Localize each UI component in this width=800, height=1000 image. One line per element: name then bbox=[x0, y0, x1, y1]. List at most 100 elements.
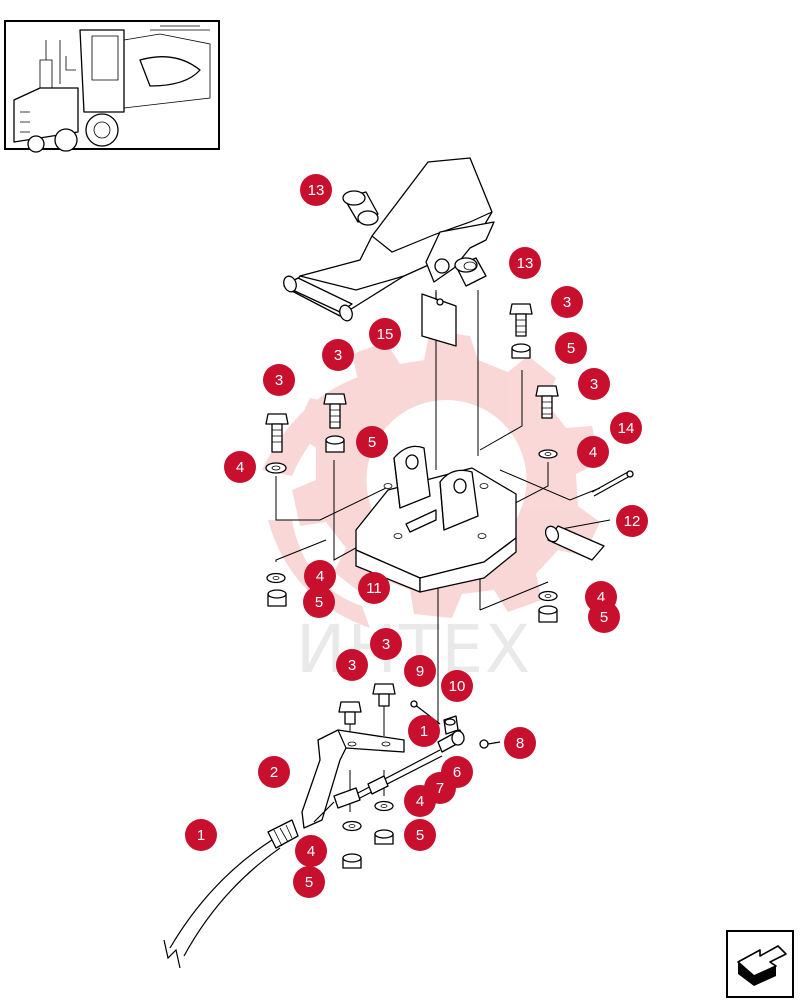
callout-badge bbox=[300, 174, 332, 206]
nut-upper-right bbox=[511, 343, 531, 359]
callout-c-8: 8 bbox=[504, 727, 536, 759]
callout-c-3a: 3 bbox=[551, 286, 583, 318]
callout-badge bbox=[404, 819, 436, 851]
callout-badge bbox=[408, 715, 440, 747]
callout-c-3b: 3 bbox=[322, 339, 354, 371]
callout-label: 3 bbox=[590, 376, 598, 393]
callout-c-5e: 5 bbox=[404, 819, 436, 851]
callout-label: 5 bbox=[416, 827, 424, 844]
callout-label: 3 bbox=[275, 372, 283, 389]
callout-c-5a: 5 bbox=[555, 332, 587, 364]
callout-c-4c: 4 bbox=[304, 560, 336, 592]
callout-badge bbox=[263, 364, 295, 396]
callout-c-10: 10 bbox=[441, 670, 473, 702]
washer-lower-right bbox=[538, 590, 558, 602]
callout-c-12: 12 bbox=[616, 505, 648, 537]
callout-badge bbox=[404, 655, 436, 687]
callout-badge bbox=[304, 560, 336, 592]
callout-label: 9 bbox=[416, 663, 424, 680]
bolt-bracket-1 bbox=[338, 701, 362, 725]
callout-c-1a: 1 bbox=[408, 715, 440, 747]
callout-badge bbox=[358, 572, 390, 604]
callout-label: 1 bbox=[420, 723, 428, 740]
callout-badge bbox=[336, 649, 368, 681]
callout-badge bbox=[404, 785, 436, 817]
callout-c-5b: 5 bbox=[356, 426, 388, 458]
callout-label: 8 bbox=[516, 735, 524, 752]
next-page-arrow-icon[interactable] bbox=[726, 930, 794, 998]
callout-c-3e: 3 bbox=[370, 628, 402, 660]
machine-thumbnail-icon bbox=[4, 20, 220, 153]
callout-c-13a: 13 bbox=[300, 174, 332, 206]
bolt-bracket-2 bbox=[372, 683, 396, 707]
clip-8 bbox=[479, 739, 501, 749]
callout-c-1b: 1 bbox=[185, 819, 217, 851]
callout-c-5d: 5 bbox=[588, 601, 620, 633]
cable-1 bbox=[163, 749, 443, 969]
callout-c-4a: 4 bbox=[224, 451, 256, 483]
callout-label: 4 bbox=[589, 444, 597, 461]
callout-label: 5 bbox=[368, 434, 376, 451]
callout-c-11: 11 bbox=[358, 572, 390, 604]
callout-c-3d: 3 bbox=[578, 368, 610, 400]
callout-label: 4 bbox=[316, 568, 324, 585]
callout-c-3c: 3 bbox=[263, 364, 295, 396]
base-plate bbox=[355, 467, 517, 593]
callout-label: 14 bbox=[618, 420, 635, 437]
callout-label: 11 bbox=[366, 580, 382, 597]
callout-c-14: 14 bbox=[610, 412, 642, 444]
bolt-upper-right bbox=[509, 303, 533, 337]
callout-label: 5 bbox=[305, 874, 313, 891]
clevis-pin-10 bbox=[443, 715, 459, 735]
nut-bracket-2 bbox=[374, 829, 394, 845]
callout-c-5c: 5 bbox=[303, 586, 335, 618]
callout-badge bbox=[441, 670, 473, 702]
washer-lower-left bbox=[266, 572, 286, 584]
callout-badge bbox=[504, 727, 536, 759]
callout-label: 2 bbox=[270, 764, 278, 781]
callout-badge bbox=[610, 412, 642, 444]
bolt-left-1 bbox=[323, 393, 347, 429]
bolt-left-2 bbox=[265, 413, 289, 453]
bracket-2 bbox=[301, 729, 405, 829]
callout-label: 3 bbox=[334, 347, 342, 364]
plate-bracket-left bbox=[393, 445, 431, 509]
callout-label: 4 bbox=[236, 459, 244, 476]
callout-badge bbox=[588, 601, 620, 633]
callout-c-4f: 4 bbox=[295, 835, 327, 867]
pin-12 bbox=[544, 525, 605, 561]
clevis-rod-end bbox=[437, 729, 465, 753]
callout-label: 15 bbox=[377, 326, 394, 343]
callout-c-3f: 3 bbox=[336, 649, 368, 681]
callout-badge bbox=[370, 628, 402, 660]
washer-bracket-1 bbox=[342, 820, 362, 832]
callout-label: 3 bbox=[382, 636, 390, 653]
callout-label: 4 bbox=[597, 589, 605, 606]
callout-label: 5 bbox=[600, 609, 608, 626]
callout-label: 13 bbox=[517, 255, 534, 272]
plate-bracket-right bbox=[439, 469, 479, 531]
callout-c-4e: 4 bbox=[404, 785, 436, 817]
callout-badge bbox=[509, 247, 541, 279]
washer-right-far bbox=[538, 449, 558, 459]
callout-badge bbox=[616, 505, 648, 537]
callout-badge bbox=[322, 339, 354, 371]
callout-label: 7 bbox=[436, 780, 444, 797]
callout-badge bbox=[551, 286, 583, 318]
callout-badge bbox=[578, 368, 610, 400]
callout-badge bbox=[258, 756, 290, 788]
split-pin-14 bbox=[591, 470, 634, 497]
callout-label: 6 bbox=[453, 764, 461, 781]
callout-label: 1 bbox=[197, 827, 205, 844]
callout-badge bbox=[185, 819, 217, 851]
callout-label: 4 bbox=[416, 793, 424, 810]
washer-left-2 bbox=[265, 462, 287, 474]
nut-lower-right bbox=[538, 605, 558, 623]
nut-lower-left bbox=[267, 589, 287, 607]
washer-bracket-2 bbox=[374, 800, 394, 812]
callout-label: 12 bbox=[624, 513, 641, 530]
bushing-top-left bbox=[342, 190, 379, 226]
bolt-right-far bbox=[535, 385, 559, 419]
callout-badge bbox=[295, 835, 327, 867]
